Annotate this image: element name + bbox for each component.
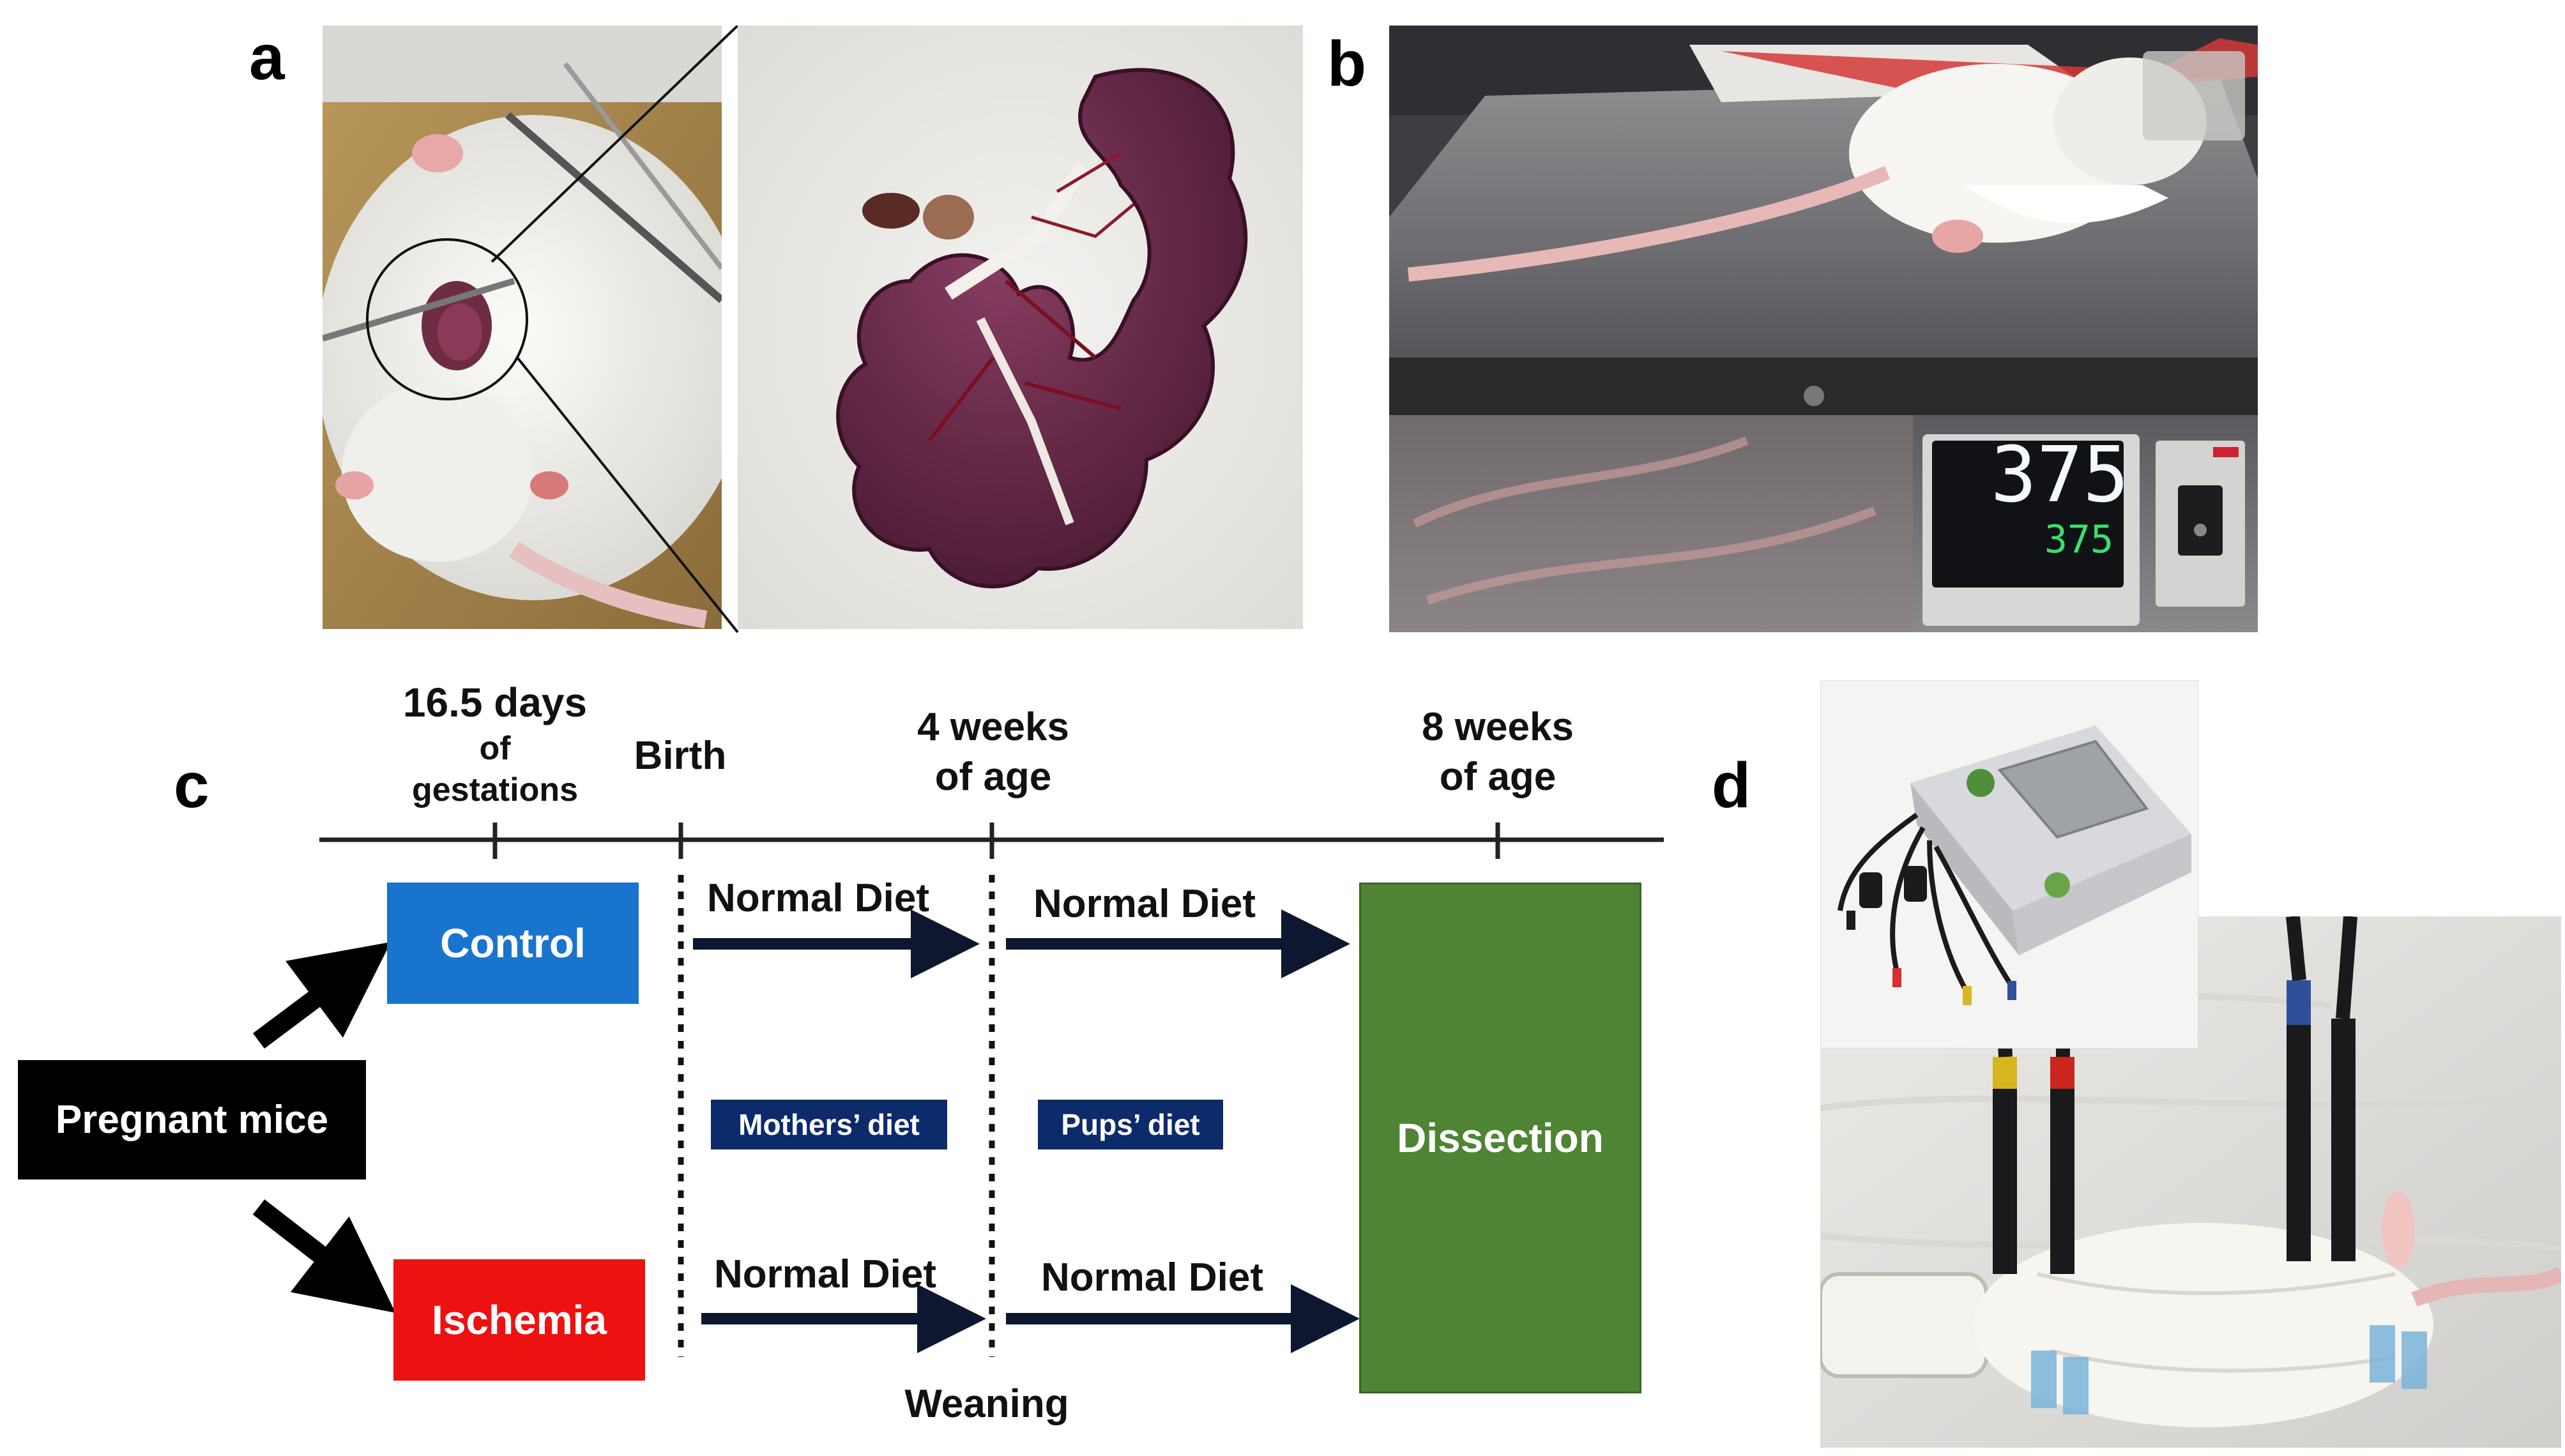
pups-diet-tag: Pups’ diet: [1038, 1100, 1223, 1149]
hotplate-sv-readout: 375: [2044, 517, 2113, 562]
pregnant-mice-box: Pregnant mice: [18, 1060, 366, 1179]
mothers-diet-tag: Mothers’ diet: [711, 1100, 947, 1149]
arrow-to-control: [253, 942, 392, 1049]
control-mothers-diet-label: Normal Diet: [707, 876, 929, 920]
hotplate-pv-readout: 375: [1991, 431, 2129, 520]
panel-label-d: d: [1712, 750, 1751, 821]
control-pups-diet-label: Normal Diet: [1033, 882, 1256, 926]
zoom-connector-lines: [491, 26, 739, 633]
eight-weeks-label-line2: of age: [1439, 754, 1557, 799]
four-weeks-label: 4 weeks of age: [881, 702, 1105, 801]
mouse-on-hot-plate-photo: 375 375: [1389, 26, 2258, 632]
four-weeks-label-line1: 4 weeks: [917, 705, 1069, 749]
panel-label-c: c: [174, 750, 209, 821]
gestation-label-days: 16.5 days: [402, 679, 588, 725]
gestation-label: 16.5 days of gestations: [358, 677, 632, 811]
dissection-box: Dissection: [1359, 883, 1641, 1393]
panel-label-a: a: [249, 22, 285, 93]
ischemia-mothers-diet-label: Normal Diet: [714, 1252, 936, 1296]
arrow-to-ischemia: [252, 1199, 396, 1313]
ischemia-box: Ischemia: [393, 1259, 645, 1381]
panel-label-b: b: [1327, 28, 1367, 100]
ischemia-pups-diet-label: Normal Diet: [1041, 1255, 1263, 1300]
timeline-diagram: [252, 823, 1664, 1357]
birth-label: Birth: [634, 734, 727, 778]
intestine-specimen-photo: [738, 26, 1303, 629]
eight-weeks-label-line1: 8 weeks: [1422, 705, 1574, 749]
eight-weeks-label: 8 weeks of age: [1386, 702, 1610, 801]
ecg-device-photo: [1820, 680, 2198, 1049]
four-weeks-label-line2: of age: [934, 754, 1052, 799]
control-box: Control: [387, 883, 639, 1004]
gestation-label-of: of: [479, 730, 511, 767]
weaning-label: Weaning: [904, 1382, 1069, 1426]
gestation-label-gestations: gestations: [411, 771, 579, 808]
